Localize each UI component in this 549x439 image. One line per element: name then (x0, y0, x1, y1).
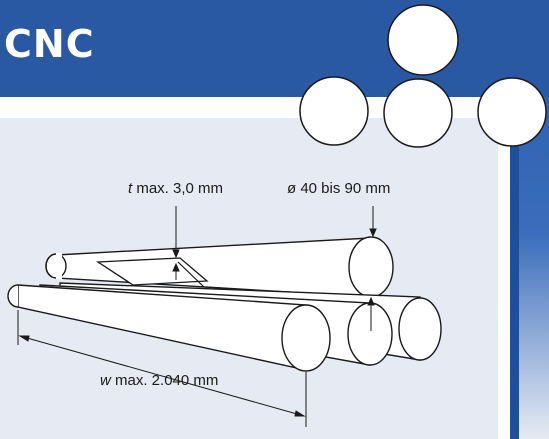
width-value: max. 2.040 mm (110, 372, 219, 389)
side-accent-bar (510, 97, 519, 439)
sheet-insert (95, 257, 209, 286)
width-label: w max. 2.040 mm (100, 372, 218, 389)
dimension-lines (17, 206, 377, 427)
lower-front-tube (7, 284, 331, 372)
page-title: CNC (4, 22, 95, 66)
width-symbol: w (100, 372, 111, 389)
circles-logo (299, 4, 547, 148)
side-gradient-strip (519, 97, 549, 439)
thickness-value: max. 3,0 mm (132, 180, 224, 197)
thickness-symbol: t (128, 180, 133, 197)
thickness-label: t max. 3,0 mm (128, 180, 223, 197)
diameter-value: ø 40 bis 90 mm (287, 180, 391, 197)
diameter-label: ø 40 bis 90 mm (287, 180, 390, 197)
